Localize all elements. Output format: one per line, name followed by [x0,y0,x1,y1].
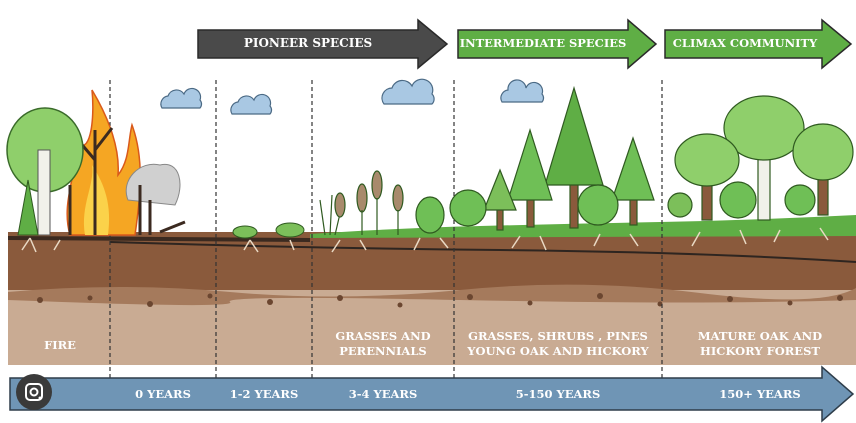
stage-label-grasses: GRASSES AND PERENNIALS [314,329,452,359]
timeline-label-2: 3-4 YEARS [348,387,418,401]
image-search-lens-button[interactable] [16,374,52,410]
grasses-perennials [319,170,445,236]
stage-grasses-line2: PERENNIALS [339,344,427,358]
fire-scene [6,89,186,236]
stage-grasses-line1: GRASSES AND [335,329,431,343]
lens-icon [25,383,43,401]
stage-label-intermediate: GRASSES, SHRUBS , PINES YOUNG OAK AND HI… [456,329,660,359]
stage-fire-line1: FIRE [44,338,76,352]
phase-arrow-climax [664,18,853,70]
stage-label-climax: MATURE OAK AND HICKORY FOREST [664,329,856,359]
intermediate-forest [449,85,655,231]
stage-intermediate-line2: YOUNG OAK AND HICKORY [467,344,649,358]
burnt-surface [8,236,310,242]
climax-forest [667,95,854,221]
timeline-label-1: 1-2 YEARS [229,387,299,401]
stage-climax-line1: MATURE OAK AND [697,329,823,343]
timeline-label-4: 150+ YEARS [719,387,801,401]
timeline-label-0: 0 YEARS [135,387,191,401]
stage-dividers [109,80,663,408]
clouds [160,78,545,115]
phase-label-pioneer: PIONEER SPECIES [243,36,373,50]
seedlings [232,222,305,239]
phase-label-climax: CLIMAX COMMUNITY [672,36,818,50]
stage-climax-line2: HICKORY FOREST [700,344,820,358]
stage-intermediate-line1: GRASSES, SHRUBS , PINES [468,329,648,343]
timeline-label-3: 5-150 YEARS [515,387,601,401]
roots [21,227,829,253]
phase-arrow-intermediate [457,18,658,70]
timeline-arrow [9,365,855,423]
soil-stones [37,293,843,308]
grass-surface [310,215,856,238]
soil-line [109,241,856,263]
soil-boundary [8,284,856,306]
phase-label-intermediate: INTERMEDIATE SPECIES [459,36,627,50]
stage-label-fire: FIRE [12,338,108,353]
topsoil-layer [8,232,856,292]
phase-arrow-pioneer [197,18,449,70]
